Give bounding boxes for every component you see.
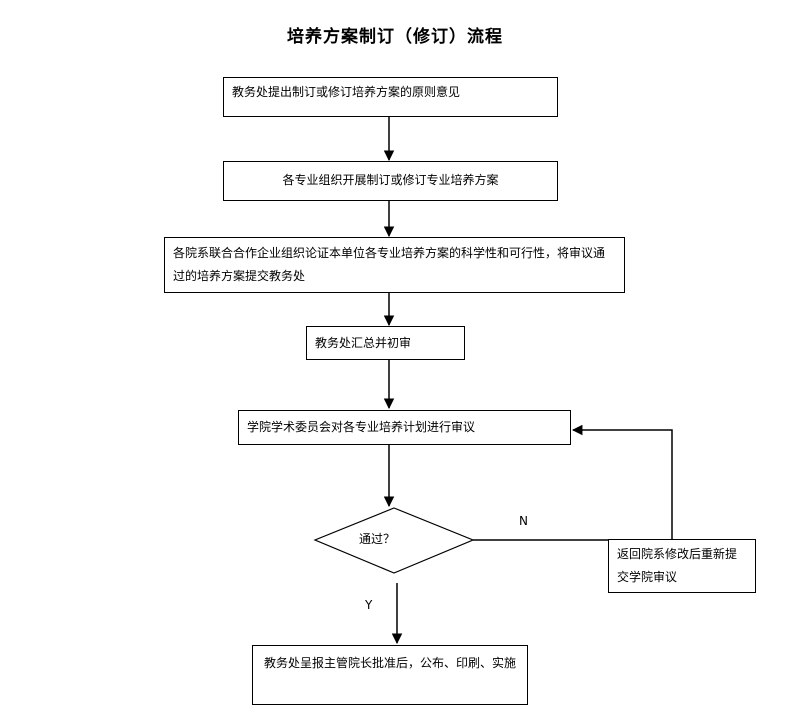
step-box-2: 各专业组织开展制订或修订专业培养方案 [223,161,558,201]
page-title: 培养方案制订（修订）流程 [287,27,503,47]
step-box-5: 学院学术委员会对各专业培养计划进行审议 [238,410,571,445]
decision-label: 通过？ [359,532,396,546]
yes-branch-label: Y [365,598,373,612]
return-box: 返回院系修改后重新提交学院审议 [608,539,756,593]
no-branch-label: N [519,514,528,528]
step-box-4: 教务处汇总并初审 [306,326,465,360]
final-step-box: 教务处呈报主管院长批准后，公布、印刷、实施 [252,645,528,705]
step-box-3: 各院系联合合作企业组织论证本单位各专业培养方案的科学性和可行性，将审议通过的培养… [164,237,625,293]
decision-diamond [313,507,475,574]
arrow-return-to-review [571,424,673,539]
step-box-1: 教务处提出制订或修订培养方案的原则意见 [223,77,558,117]
